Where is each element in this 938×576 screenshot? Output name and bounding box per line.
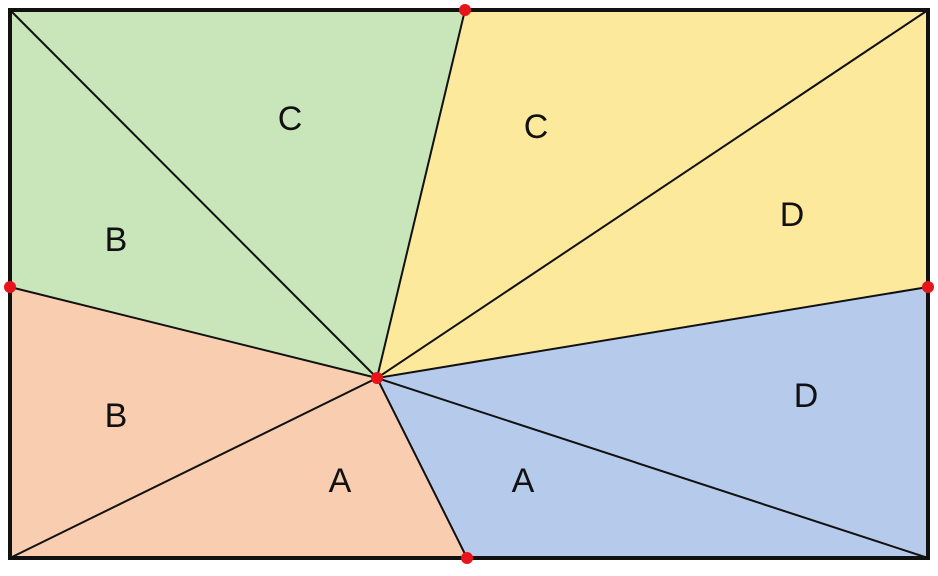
segment-to-top-midpoint (376, 9, 466, 379)
point-center (371, 372, 383, 384)
label-orange-a: A (329, 462, 352, 500)
segment-to-bottom-left-corner (9, 377, 378, 559)
segment-to-bottom-midpoint (376, 377, 468, 559)
segment-to-top-right-corner (376, 9, 929, 379)
region-green (10, 10, 465, 378)
segment-to-left-midpoint (9, 286, 378, 379)
label-orange-b: B (105, 397, 128, 435)
segment-to-right-midpoint (376, 286, 929, 379)
label-blue-d: D (794, 377, 819, 415)
label-blue-a: A (512, 462, 535, 500)
point-bottom-midpoint (461, 552, 473, 564)
region-blue (377, 287, 928, 558)
label-green-b: B (105, 221, 128, 259)
point-right-midpoint (922, 281, 934, 293)
region-orange (10, 287, 467, 558)
label-yellow-d: D (780, 196, 805, 234)
segment-to-bottom-right-corner (376, 377, 929, 559)
point-top-midpoint (459, 4, 471, 16)
segment-to-top-left-corner (9, 9, 378, 379)
point-left-midpoint (4, 281, 16, 293)
label-green-c: C (278, 100, 303, 138)
label-yellow-c: C (524, 108, 549, 146)
